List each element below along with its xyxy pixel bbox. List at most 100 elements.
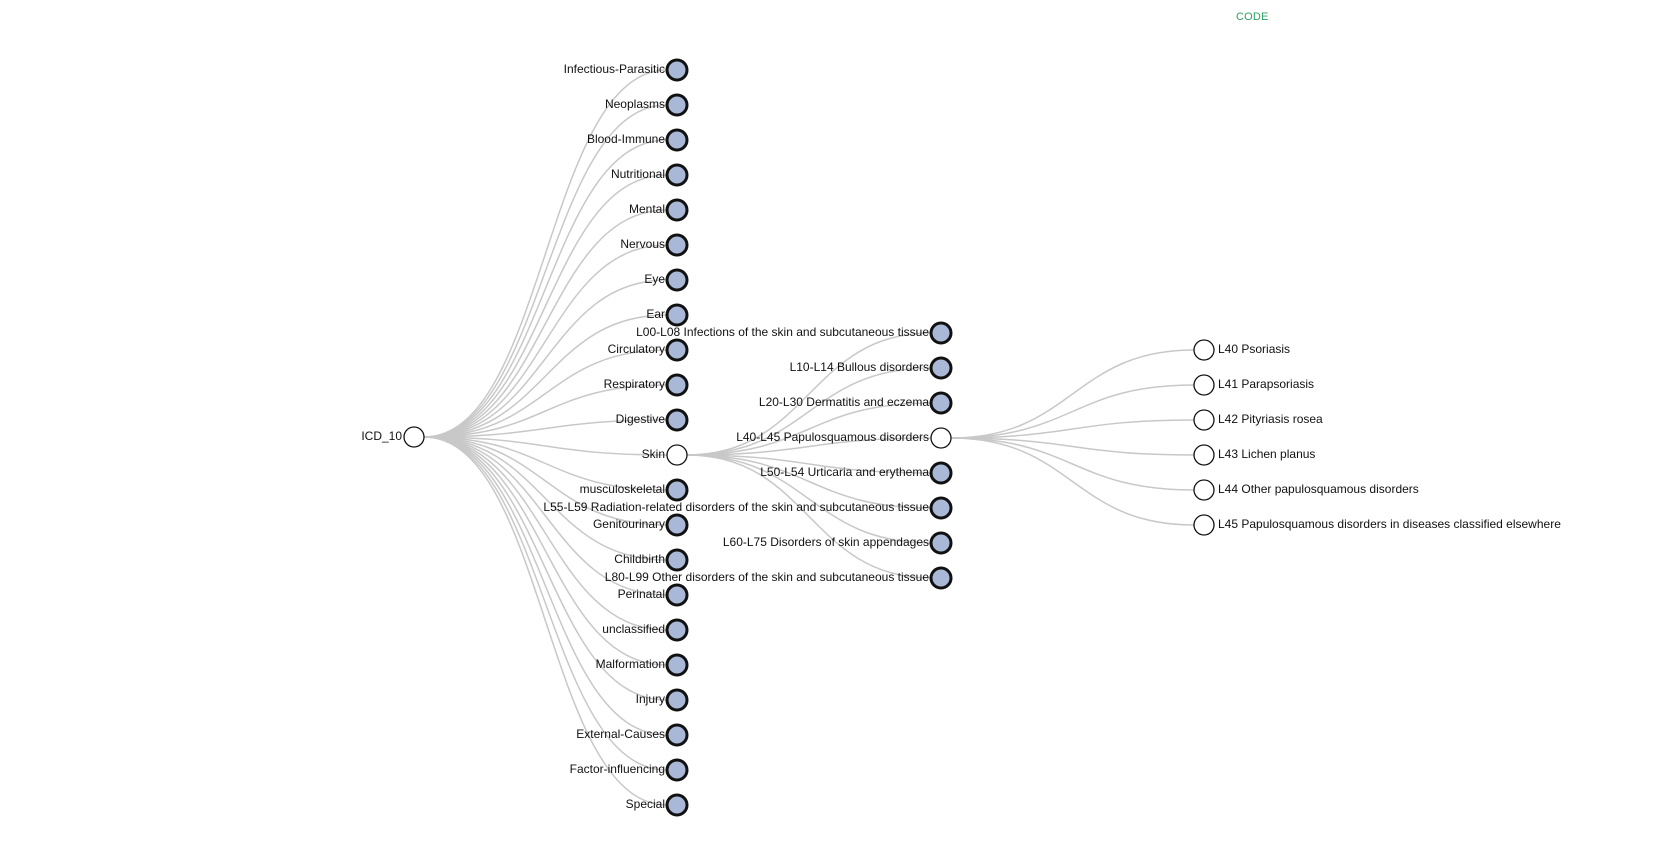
node-label: Injury xyxy=(636,692,665,706)
tree-node-unclassified[interactable]: unclassified xyxy=(602,618,689,642)
node-circle[interactable] xyxy=(665,583,689,607)
node-circle[interactable] xyxy=(666,444,688,466)
node-circle[interactable] xyxy=(665,268,689,292)
tree-node-external-causes[interactable]: External-Causes xyxy=(576,723,689,747)
node-circle[interactable] xyxy=(665,688,689,712)
tree-node-perinatal[interactable]: Perinatal xyxy=(618,583,689,607)
tree-node-eye[interactable]: Eye xyxy=(644,268,689,292)
tree-node-blood-immune[interactable]: Blood-Immune xyxy=(587,128,689,152)
tree-node-l45-papulosquamous-disorders-in-diseases-classified-elsewhere[interactable]: L45 Papulosquamous disorders in diseases… xyxy=(1193,514,1561,536)
node-circle[interactable] xyxy=(929,356,953,380)
node-circle[interactable] xyxy=(1193,374,1215,396)
node-circle[interactable] xyxy=(665,58,689,82)
tree-node-musculoskeletal[interactable]: musculoskeletal xyxy=(580,478,689,502)
tree-node-l40-l45-papulosquamous-disorders[interactable]: L40-L45 Papulosquamous disorders xyxy=(736,427,952,449)
tree-node-infectious-parasitic[interactable]: Infectious-Parasitic xyxy=(564,58,689,82)
code-link[interactable]: CODE xyxy=(1236,11,1269,23)
node-circle[interactable] xyxy=(665,548,689,572)
tree-node-l55-l59-radiation-related-disorders-of-the-skin-and-subcutaneous-tissue[interactable]: L55-L59 Radiation-related disorders of t… xyxy=(543,496,953,520)
node-circle[interactable] xyxy=(929,531,953,555)
tree-node-genitourinary[interactable]: Genitourinary xyxy=(593,513,689,537)
tree-node-icd-10[interactable]: ICD_10 xyxy=(361,426,425,448)
tree-node-neoplasms[interactable]: Neoplasms xyxy=(605,93,689,117)
node-circle[interactable] xyxy=(665,793,689,817)
tree-node-ear[interactable]: Ear xyxy=(646,303,689,327)
node-circle[interactable] xyxy=(929,321,953,345)
node-label: Blood-Immune xyxy=(587,132,665,146)
node-label: L80-L99 Other disorders of the skin and … xyxy=(605,570,930,584)
tree-node-l40-psoriasis[interactable]: L40 Psoriasis xyxy=(1193,339,1290,361)
tree-node-nervous[interactable]: Nervous xyxy=(620,233,689,257)
tree-node-l41-parapsoriasis[interactable]: L41 Parapsoriasis xyxy=(1193,374,1314,396)
node-label: L10-L14 Bullous disorders xyxy=(790,360,929,374)
node-label: L55-L59 Radiation-related disorders of t… xyxy=(543,500,929,514)
node-label: External-Causes xyxy=(576,727,665,741)
node-circle[interactable] xyxy=(665,618,689,642)
node-circle[interactable] xyxy=(665,723,689,747)
node-label: Digestive xyxy=(616,412,666,426)
tree-node-mental[interactable]: Mental xyxy=(629,198,689,222)
node-circle[interactable] xyxy=(665,163,689,187)
node-label: Genitourinary xyxy=(593,517,665,531)
tree-node-l60-l75-disorders-of-skin-appendages[interactable]: L60-L75 Disorders of skin appendages xyxy=(723,531,953,555)
tree-node-circulatory[interactable]: Circulatory xyxy=(608,338,689,362)
node-circle[interactable] xyxy=(929,391,953,415)
tree-link xyxy=(423,436,668,666)
tree-node-injury[interactable]: Injury xyxy=(636,688,689,712)
node-circle[interactable] xyxy=(1193,339,1215,361)
node-circle[interactable] xyxy=(665,478,689,502)
node-circle[interactable] xyxy=(403,426,425,448)
node-circle[interactable] xyxy=(929,566,953,590)
tree-link xyxy=(423,436,668,806)
tree-node-l43-lichen-planus[interactable]: L43 Lichen planus xyxy=(1193,444,1315,466)
node-circle[interactable] xyxy=(665,303,689,327)
tree-node-digestive[interactable]: Digestive xyxy=(616,408,689,432)
tree-node-l42-pityriasis-rosea[interactable]: L42 Pityriasis rosea xyxy=(1193,409,1323,431)
node-circle[interactable] xyxy=(665,198,689,222)
tree-node-factor-influencing[interactable]: Factor-influencing xyxy=(570,758,689,782)
node-circle[interactable] xyxy=(929,496,953,520)
node-circle[interactable] xyxy=(665,513,689,537)
node-circle[interactable] xyxy=(1193,444,1215,466)
tree-node-l00-l08-infections-of-the-skin-and-subcutaneous-tissue[interactable]: L00-L08 Infections of the skin and subcu… xyxy=(636,321,953,345)
node-circle[interactable] xyxy=(665,338,689,362)
tree-link xyxy=(423,436,668,561)
node-circle[interactable] xyxy=(665,758,689,782)
node-circle[interactable] xyxy=(665,373,689,397)
tree-node-childbirth[interactable]: Childbirth xyxy=(614,548,689,572)
node-circle[interactable] xyxy=(1193,479,1215,501)
tree-link xyxy=(686,402,932,456)
tree-link xyxy=(423,279,668,438)
tree-link xyxy=(423,209,668,438)
node-circle[interactable] xyxy=(665,93,689,117)
tree-node-respiratory[interactable]: Respiratory xyxy=(604,373,689,397)
node-circle[interactable] xyxy=(1193,514,1215,536)
node-label: Special xyxy=(626,797,665,811)
node-circle[interactable] xyxy=(665,128,689,152)
node-label: L50-L54 Urticaria and erythema xyxy=(760,465,929,479)
node-label: L60-L75 Disorders of skin appendages xyxy=(723,535,929,549)
tree-node-special[interactable]: Special xyxy=(626,793,689,817)
tree-node-l44-other-papulosquamous-disorders[interactable]: L44 Other papulosquamous disorders xyxy=(1193,479,1419,501)
node-circle[interactable] xyxy=(665,653,689,677)
node-circle[interactable] xyxy=(1193,409,1215,431)
tree-node-l10-l14-bullous-disorders[interactable]: L10-L14 Bullous disorders xyxy=(790,356,953,380)
node-circle[interactable] xyxy=(665,408,689,432)
tree-link xyxy=(423,436,668,491)
tree-node-l80-l99-other-disorders-of-the-skin-and-subcutaneous-tissue[interactable]: L80-L99 Other disorders of the skin and … xyxy=(605,566,953,590)
tree-node-l50-l54-urticaria-and-erythema[interactable]: L50-L54 Urticaria and erythema xyxy=(760,461,953,485)
tree-link xyxy=(423,436,668,596)
node-circle[interactable] xyxy=(930,427,952,449)
tree-link xyxy=(686,454,932,474)
tree-node-skin[interactable]: Skin xyxy=(642,444,688,466)
node-label: Circulatory xyxy=(608,342,665,356)
node-circle[interactable] xyxy=(665,233,689,257)
tree-node-malformation[interactable]: Malformation xyxy=(596,653,689,677)
node-label: Skin xyxy=(642,447,665,461)
node-circle[interactable] xyxy=(929,461,953,485)
tree-link xyxy=(423,349,668,438)
tree-node-l20-l30-dermatitis-and-eczema[interactable]: L20-L30 Dermatitis and eczema xyxy=(759,391,953,415)
tree-node-nutritional[interactable]: Nutritional xyxy=(611,163,689,187)
tree-link xyxy=(686,454,932,579)
